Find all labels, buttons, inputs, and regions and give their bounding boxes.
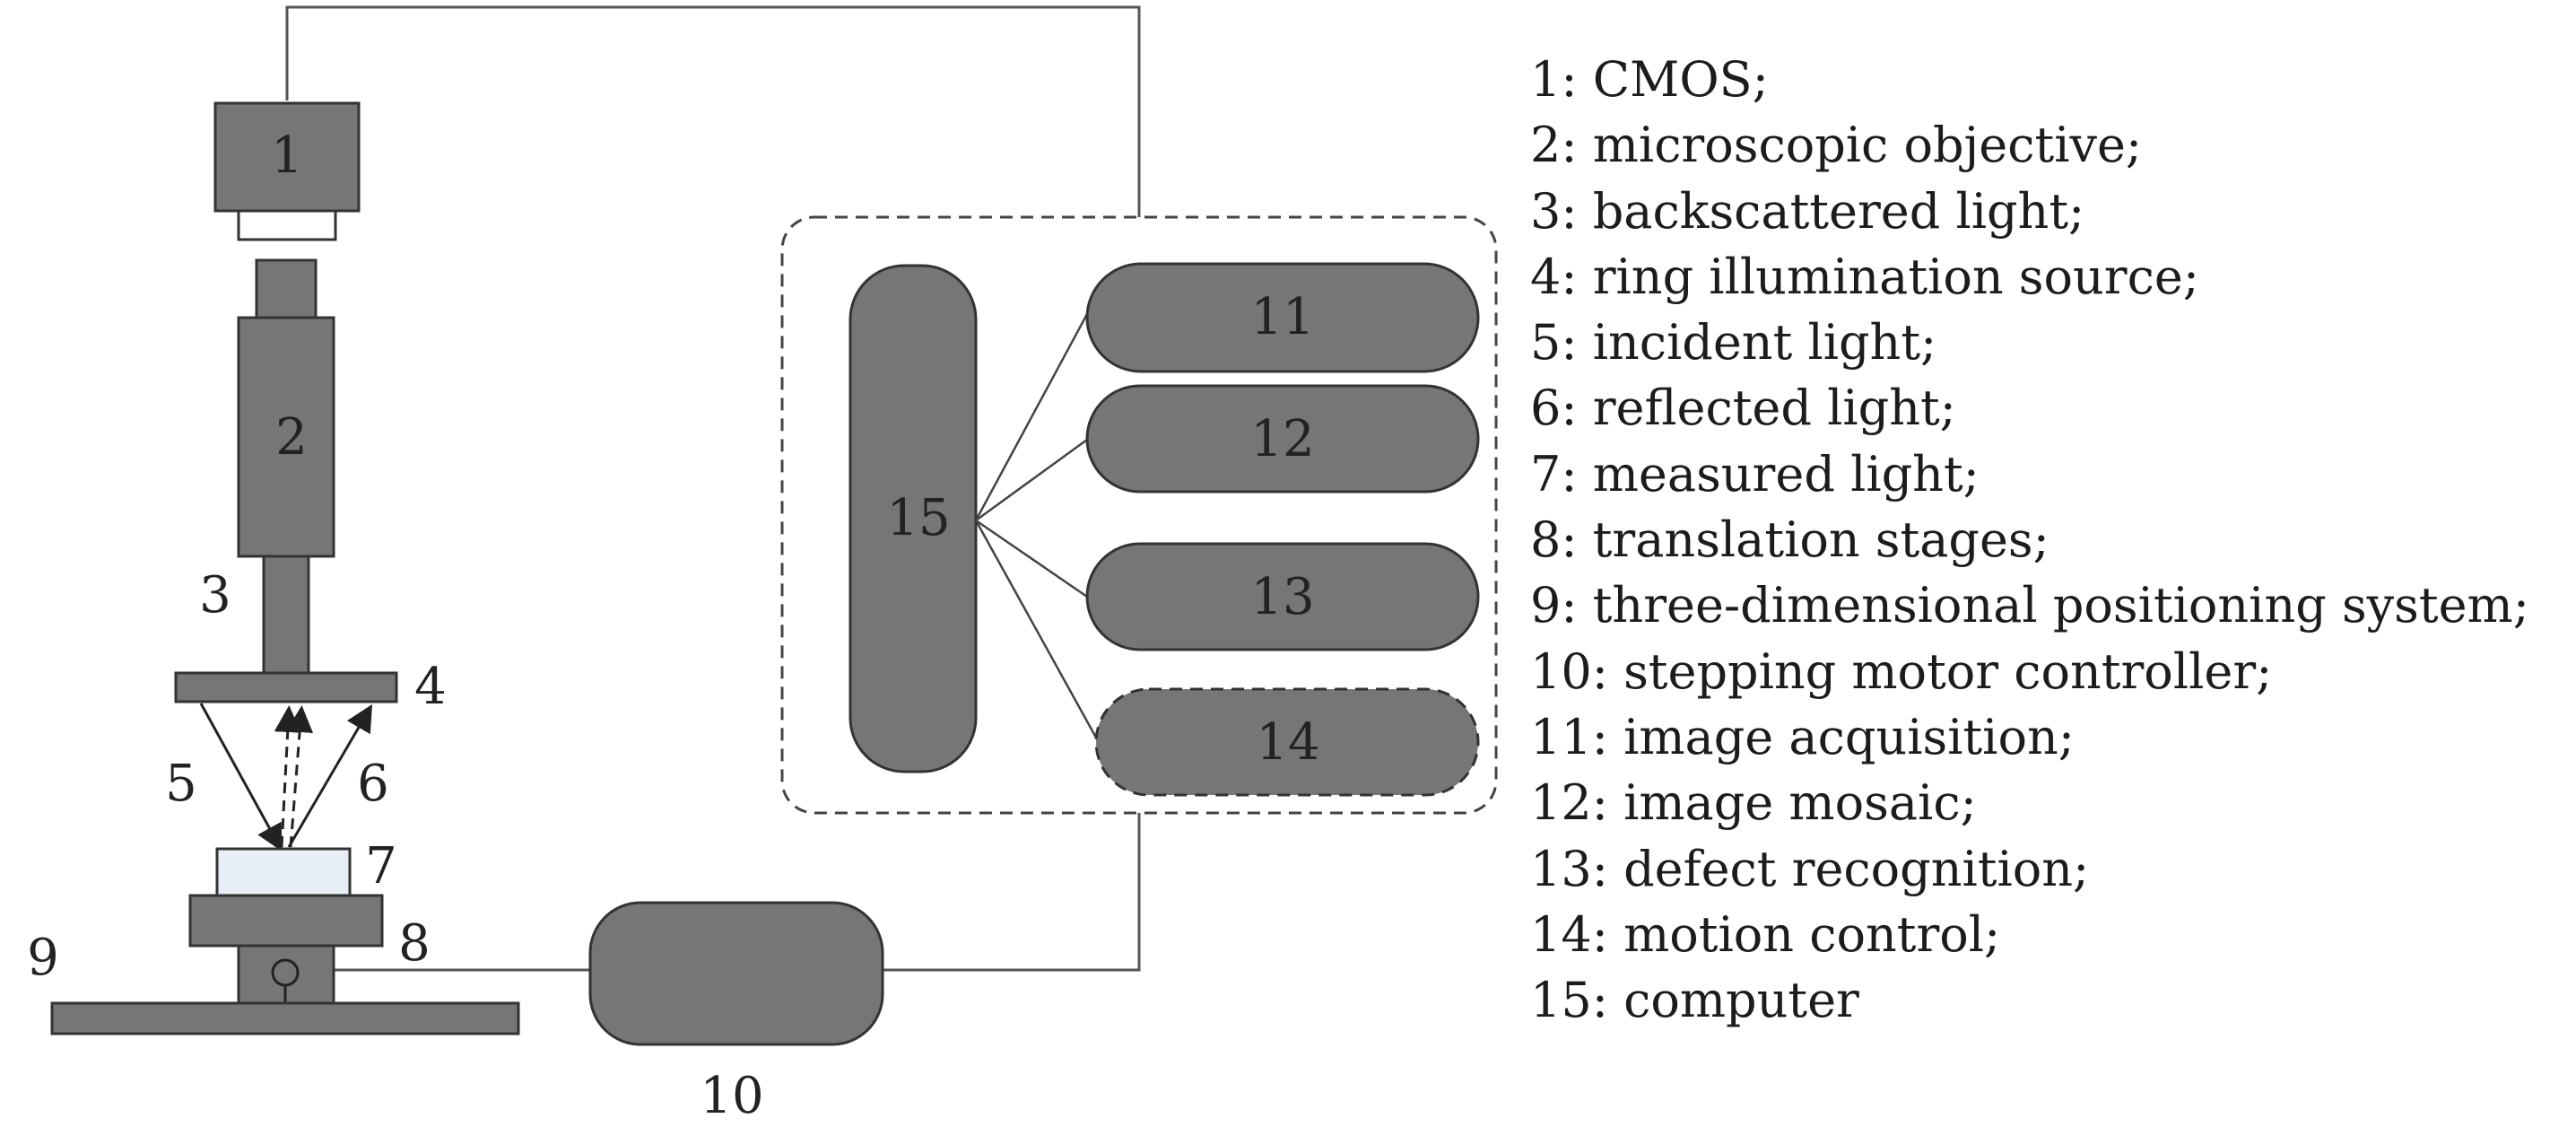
branch-to-13 xyxy=(975,519,1088,598)
label-12: 12 xyxy=(1250,410,1314,468)
label-13: 13 xyxy=(1250,568,1314,626)
legend-item: 1: CMOS; xyxy=(1530,51,1769,108)
label-8: 8 xyxy=(398,914,431,973)
legend-item: 12: image mosaic; xyxy=(1530,774,1977,832)
legend-item: 10: stepping motor controller; xyxy=(1530,642,2273,700)
motion-control-block xyxy=(1094,687,1480,797)
legend-item: 3: backscattered light; xyxy=(1530,182,2085,240)
legend-item: 13: defect recognition; xyxy=(1530,840,2090,897)
label-4: 4 xyxy=(414,658,447,716)
measured-sample xyxy=(215,847,352,897)
legend-item: 11: image acquisition; xyxy=(1530,708,2075,765)
label-9: 9 xyxy=(27,929,59,987)
legend-item: 4: ring illumination source; xyxy=(1530,248,2199,305)
label-6: 6 xyxy=(357,755,389,813)
legend-item: 8: translation stages; xyxy=(1530,511,2049,569)
positioning-system-base xyxy=(50,1001,520,1035)
label-7: 7 xyxy=(365,837,397,895)
cmos-camera-mount xyxy=(237,209,337,241)
cmos-camera-body xyxy=(213,101,361,213)
legend-item: 9: three-dimensional positioning system; xyxy=(1530,577,2529,634)
label-3: 3 xyxy=(199,566,231,625)
legend-item: 2: microscopic objective; xyxy=(1530,117,2143,174)
label-15: 15 xyxy=(886,489,950,547)
label-1: 1 xyxy=(271,127,303,185)
light-rays xyxy=(199,703,373,852)
defect-recognition-block xyxy=(1085,542,1480,651)
branch-to-12 xyxy=(975,438,1088,522)
objective-tube xyxy=(262,555,310,675)
branch-to-11 xyxy=(974,313,1089,521)
computer-branch-lines xyxy=(974,313,1098,738)
legend-item: 5: incident light; xyxy=(1530,314,1937,371)
legend-item: 7: measured light; xyxy=(1530,445,1980,502)
stepping-motor-controller xyxy=(588,901,884,1046)
image-mosaic-block xyxy=(1085,384,1480,494)
legend-item: 15: computer xyxy=(1530,972,1859,1029)
legend-item: 14: motion control; xyxy=(1530,905,2001,963)
computer-to-controller-wire xyxy=(883,813,1141,972)
backscattered-light-ray-2 xyxy=(286,705,314,848)
backscattered-light-ray-1 xyxy=(274,705,301,848)
objective-top xyxy=(255,258,318,319)
label-2: 2 xyxy=(275,408,308,467)
objective-body xyxy=(237,316,335,558)
legend-item: 6: reflected light; xyxy=(1530,380,1956,437)
label-5: 5 xyxy=(165,755,197,813)
connection-wires xyxy=(285,5,1141,972)
label-11: 11 xyxy=(1250,288,1314,346)
incident-light-ray xyxy=(199,703,283,852)
label-10: 10 xyxy=(700,1067,763,1125)
branch-to-14 xyxy=(974,520,1098,738)
ring-illumination-source xyxy=(174,671,398,703)
label-14: 14 xyxy=(1256,713,1319,772)
reflected-light-ray xyxy=(287,703,373,848)
component-legend: 1: CMOS; 2: microscopic objective; 3: ba… xyxy=(1530,47,2529,1033)
cmos-to-computer-wire xyxy=(285,5,1141,217)
translation-stage-top xyxy=(188,894,384,948)
image-acquisition-block xyxy=(1085,262,1480,373)
